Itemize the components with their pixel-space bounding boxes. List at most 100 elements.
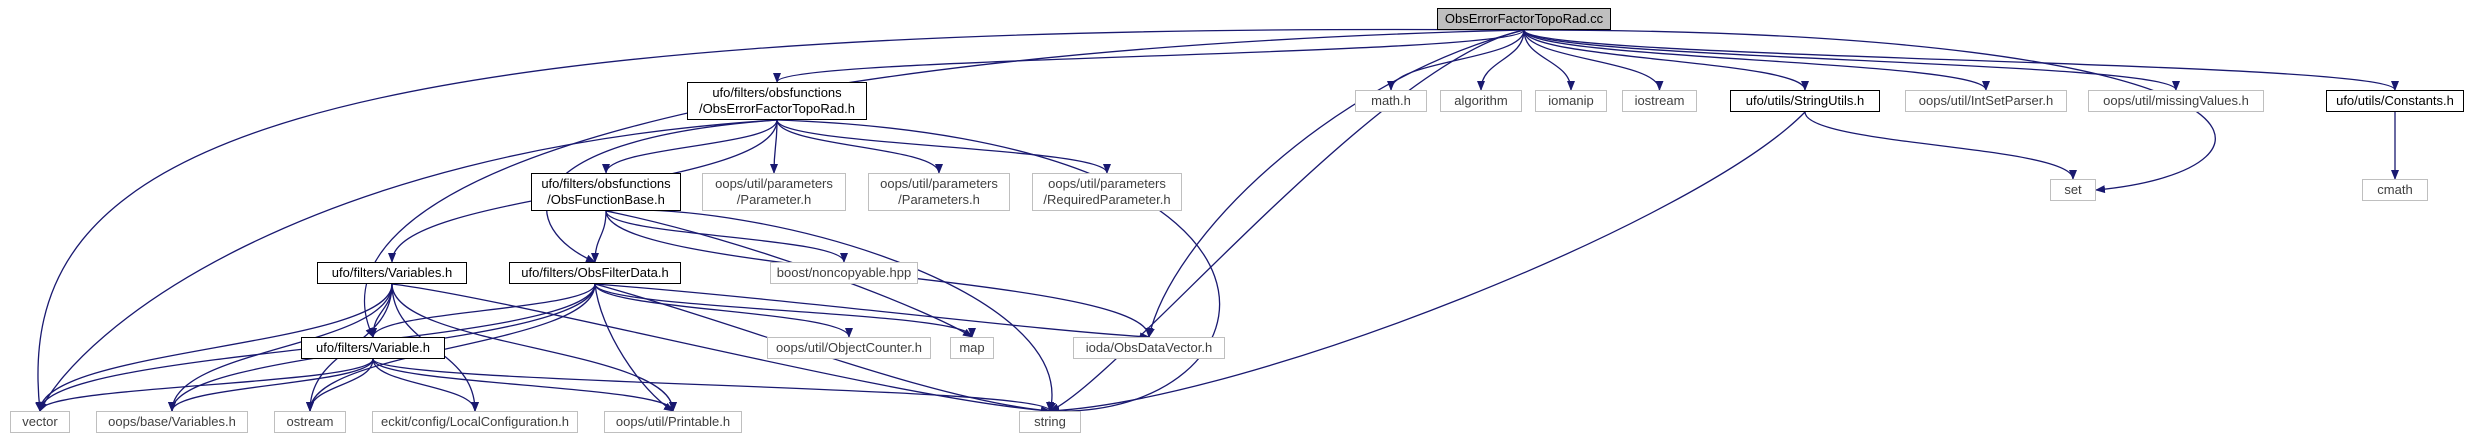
node-label: ufo/filters/Variables.h xyxy=(331,265,453,280)
node-label: oops/util/missingValues.h xyxy=(2103,93,2249,108)
node-parameters: oops/util/parameters/Parameters.h xyxy=(868,173,1010,211)
edge-root-to-iomanip xyxy=(1523,29,1575,91)
node-requiredparameter: oops/util/parameters/RequiredParameter.h xyxy=(1032,173,1182,211)
node-set: set xyxy=(2050,179,2096,201)
node-iomanip: iomanip xyxy=(1535,90,1607,112)
node-obsfilterdata[interactable]: ufo/filters/ObsFilterData.h xyxy=(509,262,681,284)
edge-root-to-iostream xyxy=(1523,29,1664,91)
edge-root-to-stringutils xyxy=(1523,29,1809,91)
node-variables[interactable]: ufo/filters/Variables.h xyxy=(317,262,467,284)
node-obsfunctionbase[interactable]: ufo/filters/obsfunctions/ObsFunctionBase… xyxy=(531,173,681,211)
node-missingvalues: oops/util/missingValues.h xyxy=(2088,90,2264,112)
dependency-edges xyxy=(35,28,2399,416)
edge-obserrtopohdr-to-vector xyxy=(39,119,778,412)
node-localconfig: eckit/config/LocalConfiguration.h xyxy=(372,411,578,433)
node-algorithm: algorithm xyxy=(1440,90,1522,112)
edge-root-to-obsdatavector xyxy=(1147,29,1525,338)
node-string: string xyxy=(1019,411,1081,433)
edge-obsfilterdata-to-variable xyxy=(369,283,596,338)
edge-obsfilterdata-to-printable xyxy=(594,283,674,412)
node-label: eckit/config/LocalConfiguration.h xyxy=(381,414,569,429)
node-label: ioda/ObsDataVector.h xyxy=(1085,340,1213,355)
edge-obserrtopohdr-to-requiredparameter xyxy=(776,119,1111,174)
edge-variable-to-ostream xyxy=(306,358,374,412)
edge-root-to-math xyxy=(1387,29,1525,91)
edge-variables-to-printable xyxy=(391,283,677,412)
node-obsdatavector: ioda/ObsDataVector.h xyxy=(1073,337,1225,359)
node-label: ufo/utils/StringUtils.h xyxy=(1745,93,1865,108)
edge-obsfunctionbase-to-string xyxy=(605,209,1057,412)
node-stringutils[interactable]: ufo/utils/StringUtils.h xyxy=(1730,90,1880,112)
node-label: algorithm xyxy=(1454,93,1508,108)
node-label: map xyxy=(959,340,985,355)
node-intsetparser: oops/util/IntSetParser.h xyxy=(1905,90,2067,112)
edge-variables-to-oopsvariables xyxy=(168,283,393,412)
node-label: /Parameters.h xyxy=(898,192,980,207)
node-constants[interactable]: ufo/utils/Constants.h xyxy=(2326,90,2464,112)
edge-root-to-string xyxy=(1049,29,1525,412)
node-label: oops/util/parameters xyxy=(1048,176,1166,191)
node-label: oops/util/parameters xyxy=(715,176,833,191)
node-label: /ObsFunctionBase.h xyxy=(547,192,665,207)
node-label: oops/util/ObjectCounter.h xyxy=(776,340,922,355)
node-noncopyable: boost/noncopyable.hpp xyxy=(770,262,918,284)
edge-stringutils-to-string xyxy=(1049,111,1806,415)
node-iostream: iostream xyxy=(1622,90,1697,112)
node-label: /RequiredParameter.h xyxy=(1043,192,1171,207)
node-vector: vector xyxy=(10,411,70,433)
node-label: ufo/filters/ObsFilterData.h xyxy=(521,265,669,280)
node-parameter: oops/util/parameters/Parameter.h xyxy=(702,173,846,211)
edge-root-to-obserrtopohdr xyxy=(773,29,1525,83)
node-label: /Parameter.h xyxy=(736,192,812,207)
edge-variable-to-localconfig xyxy=(372,358,479,412)
node-label: string xyxy=(1034,414,1066,429)
node-label: ostream xyxy=(286,414,334,429)
node-label: /ObsErrorFactorTopoRad.h xyxy=(698,101,856,116)
node-printable: oops/util/Printable.h xyxy=(604,411,742,433)
edge-obserrtopohdr-to-string xyxy=(776,119,1221,416)
node-label: ObsErrorFactorTopoRad.cc xyxy=(1444,11,1604,26)
node-label: vector xyxy=(22,414,58,429)
node-label: boost/noncopyable.hpp xyxy=(776,265,912,280)
node-cmath: cmath xyxy=(2362,179,2428,201)
node-label: iostream xyxy=(1634,93,1685,108)
node-label: ufo/filters/obsfunctions xyxy=(541,176,671,191)
edge-root-to-algorithm xyxy=(1477,29,1525,91)
node-label: oops/util/parameters xyxy=(880,176,998,191)
node-label: set xyxy=(2064,182,2082,197)
node-label: iomanip xyxy=(1548,93,1594,108)
edge-obsfilterdata-to-obsdatavector xyxy=(594,283,1150,341)
node-label: ufo/filters/obsfunctions xyxy=(712,85,842,100)
node-map: map xyxy=(950,337,994,359)
edge-variables-to-string xyxy=(391,283,1051,415)
node-obserrtopohdr[interactable]: ufo/filters/obsfunctions/ObsErrorFactorT… xyxy=(687,82,867,120)
edge-root-to-missingvalues xyxy=(1523,29,2180,91)
edge-obserrtopohdr-to-obsfunctionbase xyxy=(602,119,778,174)
node-root[interactable]: ObsErrorFactorTopoRad.cc xyxy=(1437,8,1611,30)
edge-root-to-intsetparser xyxy=(1523,29,1990,91)
edge-variable-to-string xyxy=(372,358,1054,412)
edge-variable-to-printable xyxy=(372,358,677,412)
edge-obsfunctionbase-to-obsfilterdata xyxy=(591,210,607,263)
node-label: oops/util/Printable.h xyxy=(615,414,731,429)
edge-obsfilterdata-to-objectcounter xyxy=(594,283,853,338)
node-math: math.h xyxy=(1355,90,1427,112)
node-objectcounter: oops/util/ObjectCounter.h xyxy=(767,337,931,359)
edge-obserrtopohdr-to-parameters xyxy=(776,119,943,174)
node-variable[interactable]: ufo/filters/Variable.h xyxy=(301,337,445,359)
node-oopsvariables: oops/base/Variables.h xyxy=(96,411,248,433)
edge-obsfilterdata-to-map xyxy=(594,283,976,338)
edge-obsfilterdata-to-string xyxy=(594,283,1051,415)
node-label: ufo/filters/Variable.h xyxy=(316,340,430,355)
node-label: oops/util/IntSetParser.h xyxy=(1918,93,2054,108)
edge-obsfunctionbase-to-noncopyable xyxy=(605,210,848,263)
node-label: cmath xyxy=(2377,182,2413,197)
edge-root-to-vector xyxy=(35,28,1525,412)
node-ostream: ostream xyxy=(274,411,346,433)
edge-root-to-constants xyxy=(1523,29,2399,91)
node-label: math.h xyxy=(1371,93,1411,108)
node-label: oops/base/Variables.h xyxy=(108,414,236,429)
edge-stringutils-to-set xyxy=(1804,111,2077,180)
edge-obsfilterdata-to-ostream xyxy=(306,283,596,412)
